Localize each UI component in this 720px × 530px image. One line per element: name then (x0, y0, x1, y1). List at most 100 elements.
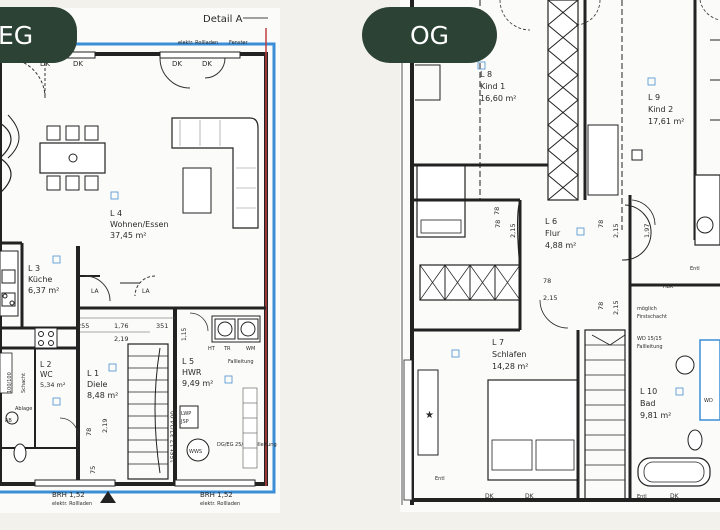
dimension: 255 (77, 322, 89, 330)
dining-table (39, 142, 106, 174)
dk-label: DK (525, 493, 535, 500)
room-marker (52, 397, 61, 406)
rolladen-label: elektr. Rollladen (200, 501, 240, 507)
plant-icon (68, 153, 78, 163)
shelves (710, 39, 720, 121)
built-in-storage (419, 264, 521, 301)
door-swing (159, 57, 191, 89)
dimension: 78 (493, 207, 501, 215)
detail-label: Detail A (203, 14, 243, 25)
wd-label: WD 15/15 (637, 336, 662, 342)
room-area: 17,61 m² (648, 117, 684, 126)
room-area: 6,37 m² (28, 286, 59, 295)
window-swing (574, 0, 601, 26)
roof-truss (547, 0, 579, 201)
chair (84, 125, 99, 141)
bed (694, 174, 720, 246)
bathtub (637, 457, 711, 487)
room-id: L 5 (182, 357, 194, 366)
room-area: 9,49 m² (182, 379, 213, 388)
entl-label: Entl (637, 494, 647, 500)
burner (2, 293, 8, 299)
door-swing (4, 57, 46, 99)
ht-label: HT (208, 346, 216, 352)
pillow (535, 439, 575, 471)
firstschacht-label: Firstschacht (637, 314, 667, 320)
wd2-label: WD (704, 398, 713, 404)
window (403, 359, 413, 501)
floor-badge-og[interactable]: OG (362, 7, 497, 63)
pillow (491, 439, 533, 471)
room-area: 9,81 m² (640, 411, 671, 420)
dk-label: DK (73, 60, 83, 68)
dimension: 2,19 (114, 335, 128, 343)
window (34, 479, 116, 487)
window (159, 51, 241, 59)
dimension: 78 (597, 220, 605, 228)
bay-arc (0, 122, 12, 159)
chair (65, 175, 80, 191)
chair (46, 175, 61, 191)
dimension: 78 (494, 220, 502, 228)
room-area: 14,28 m² (492, 362, 528, 371)
room-name: Bad (640, 399, 655, 408)
room-id: L 9 (648, 93, 660, 102)
lamp-icon (696, 216, 714, 234)
ground-floor-drawing: Detail A elektr. Rollladen Fenster DK DK… (0, 14, 277, 507)
staircase (127, 343, 169, 480)
room-name: Flur (545, 229, 561, 238)
rolladen-label: elektr. Rollladen (178, 40, 218, 46)
entl-label: Entl (435, 476, 445, 482)
washbasin-icon (5, 411, 19, 425)
door-swing (204, 57, 226, 79)
room-marker (647, 77, 656, 86)
room-name: Diele (87, 380, 108, 389)
window-swing (499, 0, 531, 31)
ab-label: AB (5, 418, 12, 424)
room-id: L 4 (110, 209, 122, 218)
upper-floor-drawing: L 8 Kind 1 16,60 m² L 9 Kind 2 17,61 m² … (401, 0, 720, 505)
floor-badge-label: EG (0, 20, 34, 50)
door-swing (134, 275, 156, 297)
floor-badge-label: OG (409, 20, 450, 50)
burner (9, 300, 15, 306)
room-name: HWR (182, 368, 202, 377)
tr-label: TR (223, 346, 231, 352)
room-marker (576, 227, 585, 236)
door-swing (539, 299, 569, 329)
dk-label: DK (670, 493, 680, 500)
brh-label: BRH 1,52 (200, 491, 233, 499)
entl-label: Entl (690, 266, 700, 272)
dimension: 2,15 (543, 294, 557, 302)
room-marker (224, 375, 233, 384)
room-marker (675, 387, 684, 396)
room-name: Kind 2 (648, 105, 673, 114)
rolladen-label: elektr. Rollladen (52, 501, 92, 507)
room-marker (108, 363, 117, 372)
toilet-icon (687, 429, 703, 451)
chair (84, 175, 99, 191)
jsp-label: JSP (180, 419, 189, 425)
eingang-label: möglich (637, 306, 657, 312)
wws-label: WWS (189, 449, 202, 455)
washing-machine (211, 315, 261, 343)
stove-icon (1, 292, 16, 307)
door-swing (59, 417, 79, 437)
door-swing (621, 204, 652, 261)
room-name: Küche (28, 275, 52, 284)
star-icon: ★ (425, 410, 434, 421)
chair (46, 125, 61, 141)
dimension: 2,15 (509, 224, 517, 238)
floor-badge-eg[interactable]: EG (0, 7, 77, 63)
room-id: L 7 (492, 338, 504, 347)
bay-arc (7, 114, 20, 159)
room-area: 4,88 m² (545, 241, 576, 250)
sink-icon (1, 269, 16, 284)
la-label: LA (142, 288, 150, 295)
dimension: 78 (543, 277, 551, 285)
dk-label: DK (202, 60, 212, 68)
window (174, 479, 256, 487)
hbk-label: HbK (663, 284, 674, 290)
burner (38, 340, 44, 346)
room-marker (52, 255, 61, 264)
